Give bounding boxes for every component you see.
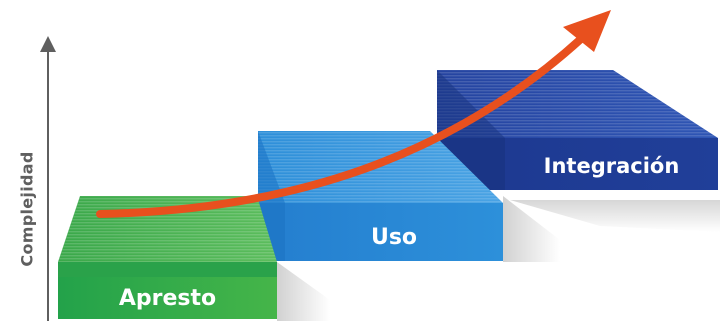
shadow-integracion	[510, 200, 720, 232]
axis-label-text: Complejidad	[17, 151, 37, 267]
shadow-apresto	[277, 262, 330, 321]
axis-label: Complejidad	[7, 134, 47, 284]
step-integracion-label: Integración	[543, 154, 680, 178]
trend-arrow	[96, 10, 611, 218]
step-apresto-label: Apresto	[118, 285, 217, 311]
step-integracion-block	[437, 70, 718, 190]
complexity-axis-arrow	[40, 36, 56, 321]
shadow-uso	[503, 196, 560, 262]
step-uso-label: Uso	[370, 224, 418, 250]
step-uso-block	[258, 131, 503, 261]
